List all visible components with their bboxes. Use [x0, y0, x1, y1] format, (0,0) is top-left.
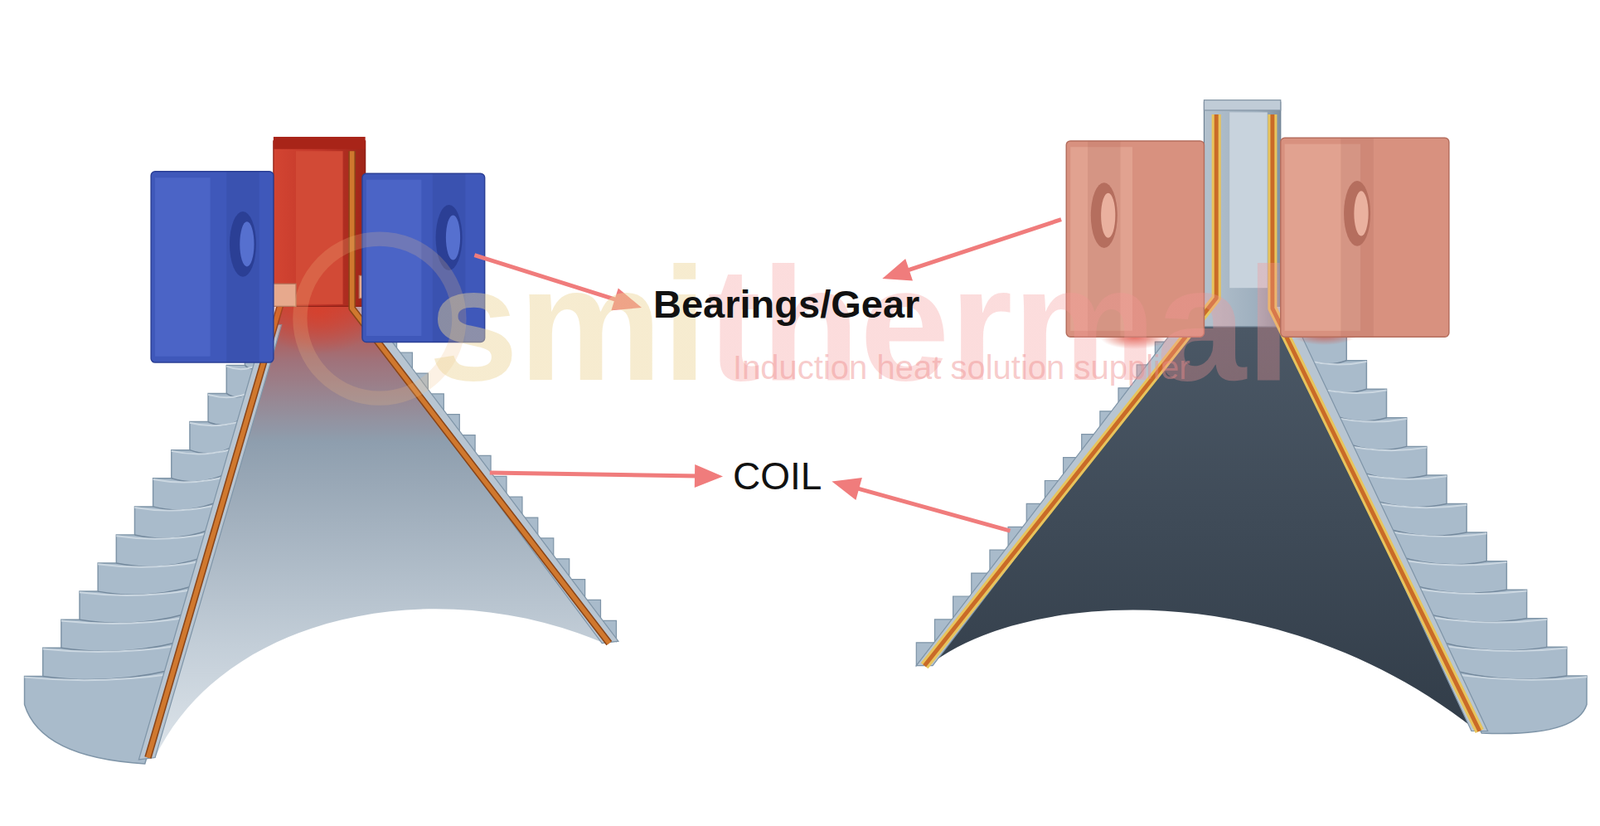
bearing-face: [366, 179, 422, 336]
ring-edge: [79, 613, 188, 624]
shaft-rim: [1203, 100, 1280, 111]
ring-ledge: [171, 447, 237, 454]
bearing-race: [226, 171, 259, 363]
ring-edge: [116, 557, 204, 568]
coil-conductor: [147, 304, 281, 758]
ring-ledge: [61, 617, 187, 624]
bearing-ball: [239, 221, 254, 267]
ring-edge: [153, 499, 222, 510]
bearing-ball: [1100, 193, 1116, 238]
ring-edge: [1422, 611, 1527, 622]
leader-line: [855, 487, 1010, 531]
ring-ledge: [97, 561, 204, 568]
watermark-tagline: Induction heat solution supplier: [732, 348, 1190, 387]
ring-ledge: [116, 532, 211, 539]
coil-outline: [147, 304, 281, 758]
ring-ledge: [79, 589, 195, 596]
ring-ledge: [1438, 644, 1567, 651]
ring-ledge: [134, 504, 219, 510]
coil-outline: [1272, 114, 1480, 732]
bearing-body: [1280, 137, 1450, 337]
bearing-race: [1340, 137, 1373, 337]
bearing-body: [150, 171, 274, 363]
part-label: Bearings/Gear: [653, 281, 920, 327]
ring-edge: [1408, 583, 1507, 594]
ring-ledge: [1396, 558, 1507, 565]
ring-edge: [1450, 669, 1567, 680]
shaft-rim: [273, 136, 366, 150]
ring-ledge: [1452, 673, 1587, 679]
bearing-groove: [229, 211, 257, 277]
ring-edge: [1436, 640, 1547, 651]
arrowhead: [694, 464, 723, 488]
bearing-face: [155, 177, 210, 356]
ring-ledge: [153, 475, 228, 482]
ring-edge: [43, 669, 171, 680]
right-assembly: [916, 100, 1587, 734]
bearing-groove: [1343, 180, 1371, 247]
ring-edge: [61, 641, 180, 652]
ring-ledge: [43, 645, 179, 652]
ring-edge: [97, 585, 196, 596]
ring-ledge: [24, 673, 170, 680]
arrowhead: [831, 477, 863, 500]
ring-ledge: [1410, 587, 1528, 594]
ring-ledge: [1382, 530, 1487, 537]
part-label: COIL: [732, 454, 822, 499]
left-assembly: [24, 136, 619, 764]
leader-line: [489, 472, 699, 476]
coil-conductor: [1272, 114, 1480, 732]
bearing-ball: [1353, 190, 1368, 236]
ring-edge: [134, 528, 213, 539]
ring-ledge: [1425, 615, 1547, 622]
ring-ledge: [1369, 501, 1467, 508]
bearing-groove: [1090, 182, 1118, 248]
